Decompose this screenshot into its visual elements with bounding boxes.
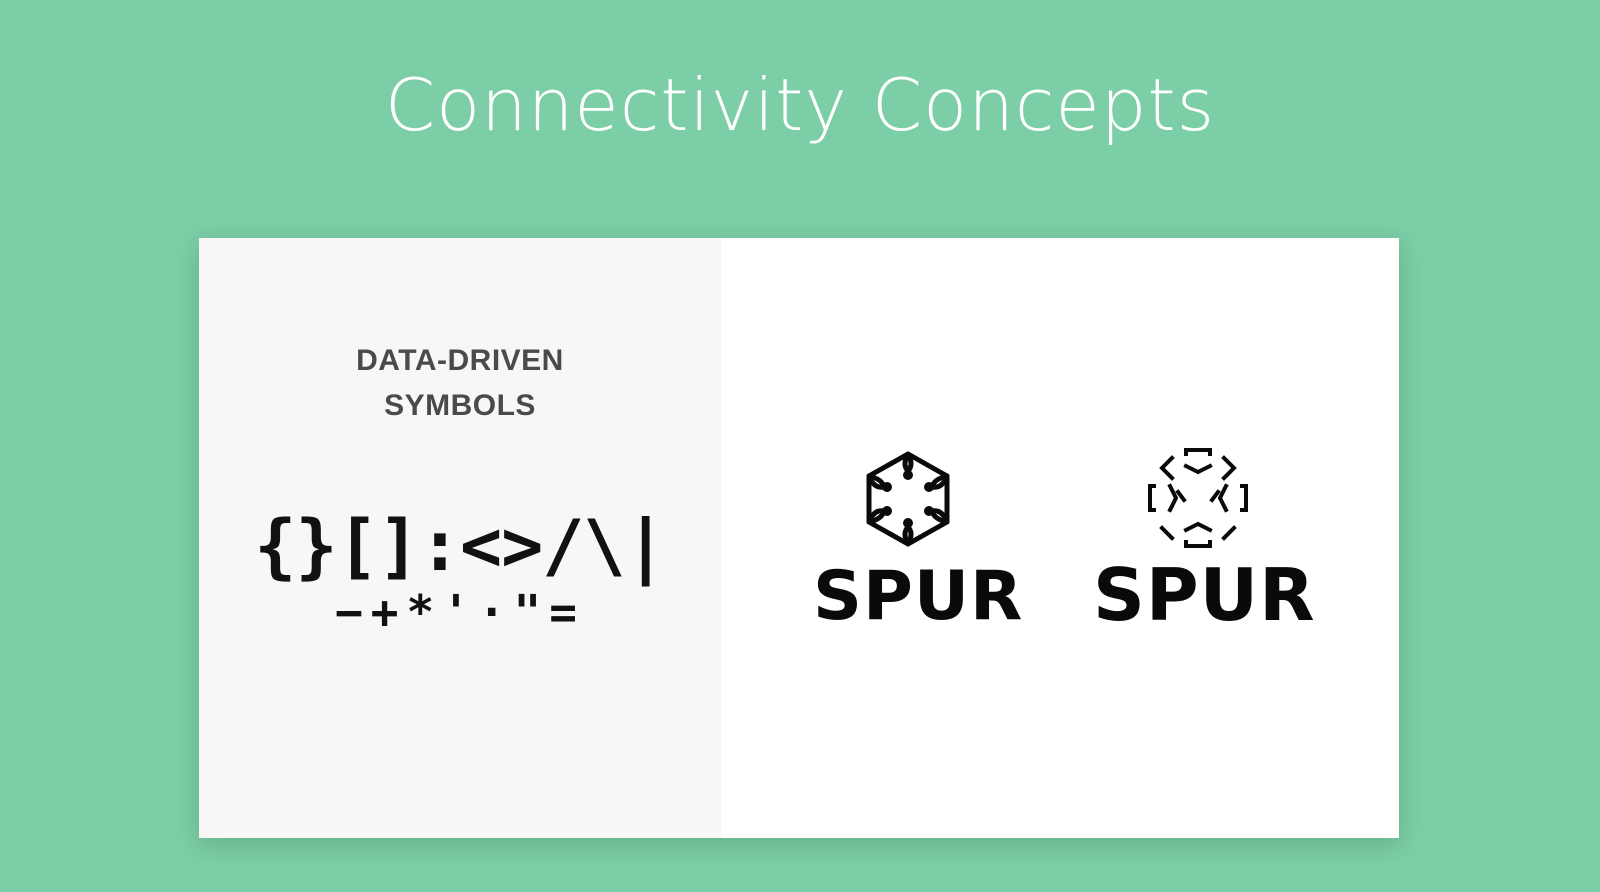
panel-heading-line-2: SYMBOLS bbox=[384, 389, 536, 422]
bracket-symbol-mark-icon bbox=[1148, 448, 1248, 548]
logo-concepts-panel: SPUR bbox=[721, 238, 1399, 838]
concept-card: DATA-DRIVEN SYMBOLS {}[]:<>/\| −+*'·"= bbox=[199, 238, 1399, 838]
symbols-row-1: {}[]:<>/\| bbox=[254, 505, 666, 587]
page-title: Connectivity Concepts bbox=[384, 63, 1216, 147]
spur-logo-symbols: SPUR bbox=[1093, 448, 1316, 637]
symbol-set: {}[]:<>/\| −+*'·"= bbox=[199, 508, 721, 640]
logo-wordmark: SPUR bbox=[1093, 553, 1316, 637]
organic-hexagon-mark-icon bbox=[866, 451, 950, 547]
logo-wordmark: SPUR bbox=[813, 557, 1024, 636]
symbols-row-2: −+*'·"= bbox=[335, 585, 585, 639]
data-driven-symbols-panel: DATA-DRIVEN SYMBOLS {}[]:<>/\| −+*'·"= bbox=[199, 238, 721, 838]
panel-heading: DATA-DRIVEN SYMBOLS bbox=[199, 338, 721, 428]
panel-heading-line-1: DATA-DRIVEN bbox=[356, 344, 564, 377]
spur-logo-organic: SPUR bbox=[813, 448, 1024, 636]
